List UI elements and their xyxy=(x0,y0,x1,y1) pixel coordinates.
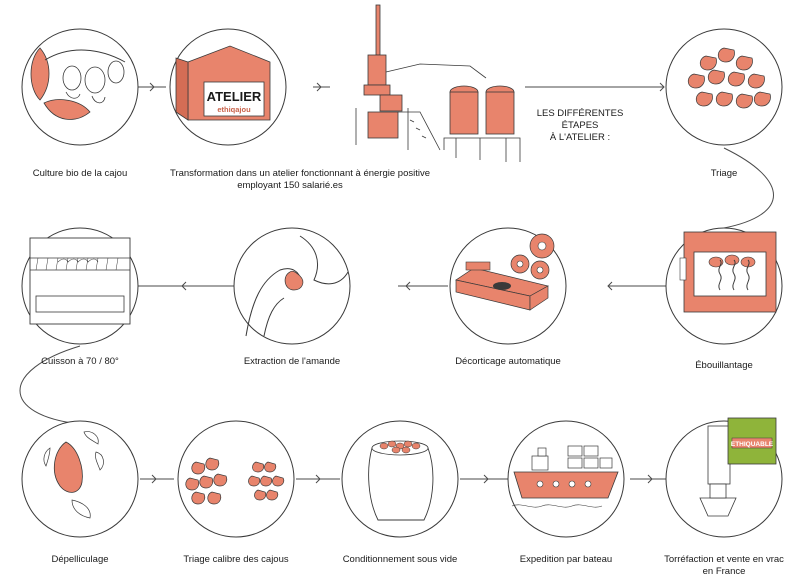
atelier-sign-brand: ethiqajou xyxy=(217,105,251,114)
flow-arrowheads xyxy=(149,82,665,484)
factory-illustration xyxy=(355,4,521,162)
step-10-label: Conditionnement sous vide xyxy=(342,554,458,565)
flow-connectors xyxy=(19,86,774,480)
step-11-icon xyxy=(507,420,625,538)
step-2-icon: ATELIER ethiqajou xyxy=(169,28,287,146)
step-2-label-line-2: employant 150 salarié.es xyxy=(237,180,343,191)
step-12-icon: ETHIQUABLE xyxy=(665,417,783,538)
step-4-label: Ébouillantage xyxy=(695,360,753,371)
step-6-icon xyxy=(233,227,351,345)
step-12-label-line-1: Torréfaction et vente en vrac xyxy=(664,554,784,565)
step-6-label: Extraction de l'amande xyxy=(243,356,341,367)
step-4-icon xyxy=(665,227,783,345)
step-10-icon xyxy=(341,420,459,538)
step-5-label: Décorticage automatique xyxy=(455,356,561,367)
step-3-icon xyxy=(665,28,783,146)
step-8-icon xyxy=(21,420,139,538)
side-note: LES DIFFÉRENTES ÉTAPES À L'ATELIER : xyxy=(524,108,636,144)
step-2-label: Transformation dans un atelier fonctionn… xyxy=(170,168,430,192)
crate-brand: ETHIQUABLE xyxy=(731,441,774,448)
step-9-icon xyxy=(177,420,295,538)
step-7-icon xyxy=(21,227,139,345)
step-9-label: Triage calibre des cajous xyxy=(183,554,289,565)
step-1-icon xyxy=(21,28,139,146)
step-5-icon xyxy=(449,227,567,345)
step-12-label-line-2: en France xyxy=(702,566,746,577)
step-2-label-line-1: Transformation dans un atelier fonctionn… xyxy=(170,168,430,179)
side-note-line-1: LES DIFFÉRENTES ÉTAPES xyxy=(536,108,624,131)
step-11-label: Expedition par bateau xyxy=(519,554,613,565)
side-note-line-2: À L'ATELIER : xyxy=(549,132,611,143)
step-7-label: Cuisson à 70 / 80° xyxy=(41,356,119,367)
step-12-label: Torréfaction et vente en vrac en France xyxy=(664,554,784,578)
step-3-label: Triage xyxy=(710,168,738,179)
step-1-label: Culture bio de la cajou xyxy=(32,168,128,179)
atelier-sign-title: ATELIER xyxy=(207,89,262,104)
step-8-label: Dépelliculage xyxy=(51,554,109,565)
